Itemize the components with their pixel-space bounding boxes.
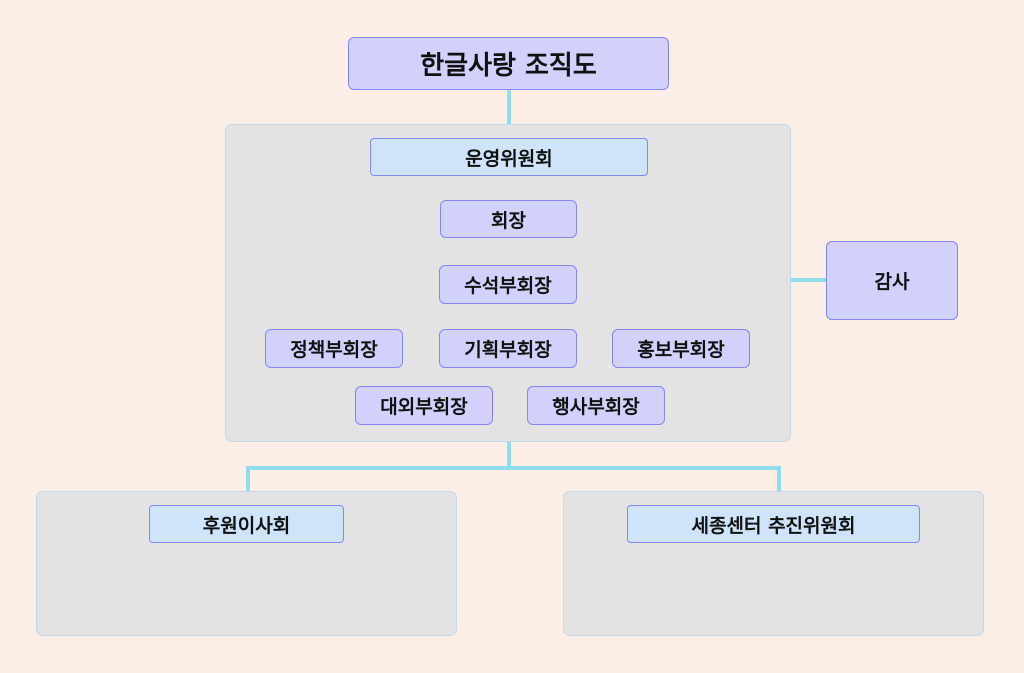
vp-external-box: 대외부회장 [355, 386, 493, 425]
connector-right-drop [777, 466, 781, 491]
connector-committee-down [507, 442, 511, 469]
vp-policy-box: 정책부회장 [265, 329, 403, 368]
connector-horizontal-branch [246, 466, 781, 470]
committee-name: 운영위원회 [370, 138, 648, 176]
connector-committee-auditor [791, 278, 826, 282]
senior-vp-box: 수석부회장 [439, 265, 577, 304]
sponsor-board-name: 후원이사회 [149, 505, 344, 543]
chart-title: 한글사랑 조직도 [348, 37, 669, 90]
vp-events-box: 행사부회장 [527, 386, 665, 425]
vp-planning-box: 기획부회장 [439, 329, 577, 368]
president-box: 회장 [440, 200, 577, 238]
auditor-box: 감사 [826, 241, 958, 320]
connector-left-drop [246, 466, 250, 491]
connector-title-committee [507, 90, 511, 124]
vp-pr-box: 홍보부회장 [612, 329, 750, 368]
sejong-center-name: 세종센터 추진위원회 [627, 505, 920, 543]
